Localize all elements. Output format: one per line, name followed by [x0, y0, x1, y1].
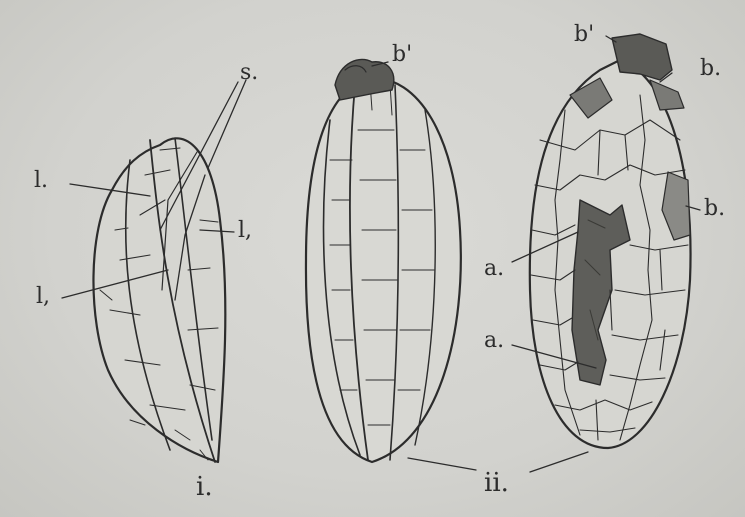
caption-ii: ii.: [484, 470, 509, 496]
seed-ii-middle: [306, 59, 461, 462]
seed-ii-right: [530, 34, 691, 448]
label-b-side: b.: [704, 198, 725, 220]
label-l-upper: l.: [34, 170, 48, 192]
seed-i: [93, 138, 225, 462]
label-b-prime-mid: b': [392, 44, 412, 66]
label-b-top: b.: [700, 58, 721, 80]
label-a-lower: a.: [484, 330, 504, 352]
label-l-right: l,: [238, 220, 252, 242]
label-a-upper: a.: [484, 258, 504, 280]
label-l-lower: l,: [36, 286, 50, 308]
caption-i: i.: [196, 474, 213, 500]
label-s: s.: [240, 62, 258, 84]
label-b-prime-right: b': [574, 24, 594, 46]
